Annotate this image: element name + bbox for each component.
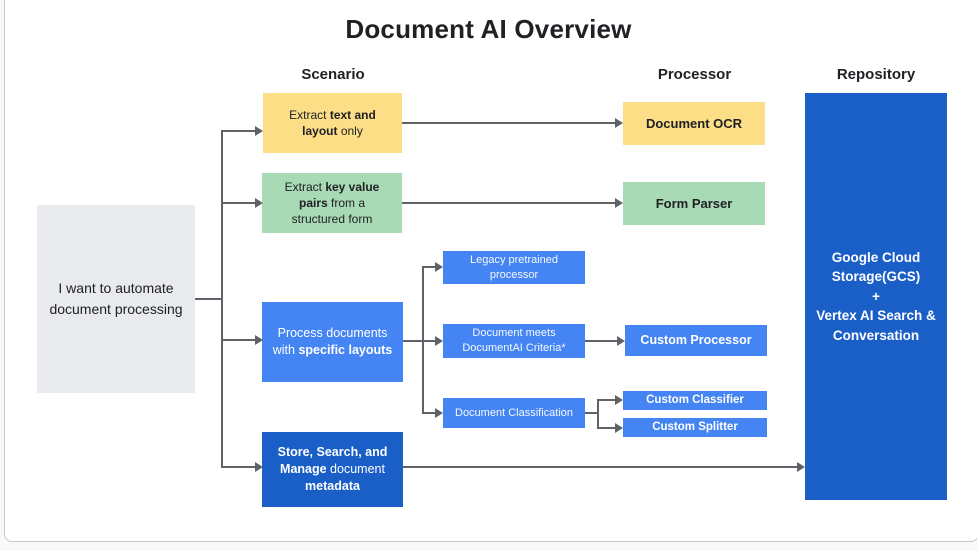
processor-custom-processor-label: Custom Processor <box>640 333 752 348</box>
connector-criteria-to-customprocessor <box>585 340 617 342</box>
connector-store-to-repository <box>403 466 798 468</box>
processor-custom-processor: Custom Processor <box>625 325 767 356</box>
processor-document-ocr: Document OCR <box>623 102 765 145</box>
connector-fork-to-classifier <box>597 399 615 401</box>
connector-blue-to-subspine <box>403 340 423 342</box>
scenario-extract-text-layout-label: Extract text and layout only <box>289 107 376 138</box>
connector-spine <box>221 130 223 468</box>
scenario-store-search-manage: Store, Search, and Manage document metad… <box>262 432 403 507</box>
processor-custom-classifier-label: Custom Classifier <box>646 393 744 406</box>
connector-subbranch-criteria <box>422 340 435 342</box>
processor-document-ocr-label: Document OCR <box>645 115 743 131</box>
repository-node-label: Google Cloud Storage(GCS) + Vertex AI Se… <box>816 249 936 343</box>
connector-branch-store <box>221 466 255 468</box>
column-header-processor: Processor <box>657 66 732 83</box>
scenario-specific-layouts-label: Process documents with specific layouts <box>272 326 393 357</box>
scenario-extract-key-value: Extract key value pairs from a structure… <box>262 173 402 233</box>
scenario-extract-key-value-label: Extract key value pairs from a structure… <box>284 179 380 227</box>
connector-keyvalue-to-formparser <box>402 202 615 204</box>
connector-textlayout-to-ocr <box>402 122 615 124</box>
connector-subbranch-legacy <box>422 266 435 268</box>
repository-node: Google Cloud Storage(GCS) + Vertex AI Se… <box>805 93 947 500</box>
connector-subbranch-classification <box>422 412 435 414</box>
root-node: I want to automate document processing <box>37 205 195 393</box>
arrowhead-icon <box>255 198 263 208</box>
arrowhead-icon <box>255 462 263 472</box>
connector-fork-to-splitter <box>597 427 615 429</box>
column-header-scenario: Scenario <box>301 66 365 83</box>
column-header-repository: Repository <box>836 66 916 83</box>
node-legacy-pretrained-processor: Legacy pretrained processor <box>443 251 585 284</box>
node-legacy-pretrained-processor-label: Legacy pretrained processor <box>469 253 559 281</box>
node-document-classification-label: Document Classification <box>455 406 573 419</box>
diagram-title: Document AI Overview <box>345 14 632 44</box>
arrowhead-icon <box>255 126 263 136</box>
connector-branch-green <box>221 202 255 204</box>
arrowhead-icon <box>617 336 625 346</box>
root-node-label: I want to automate document processing <box>49 280 183 317</box>
node-document-meets-criteria: Document meets DocumentAI Criteria* <box>443 324 585 358</box>
processor-custom-classifier: Custom Classifier <box>623 391 767 410</box>
node-document-meets-criteria-label: Document meets DocumentAI Criteria* <box>462 327 566 354</box>
arrowhead-icon <box>435 408 443 418</box>
processor-custom-splitter-label: Custom Splitter <box>652 420 738 433</box>
arrowhead-icon <box>435 336 443 346</box>
scenario-extract-text-layout: Extract text and layout only <box>263 93 402 153</box>
arrowhead-icon <box>435 262 443 272</box>
connector-classification-to-fork <box>585 412 599 414</box>
connector-root-to-spine <box>195 298 222 300</box>
connector-branch-yellow <box>221 130 255 132</box>
processor-form-parser-label: Form Parser <box>655 195 733 211</box>
arrowhead-icon <box>615 395 623 405</box>
connector-fork-spine <box>597 399 599 429</box>
connector-branch-blue <box>221 339 255 341</box>
arrowhead-icon <box>615 118 623 128</box>
scenario-specific-layouts: Process documents with specific layouts <box>262 302 403 382</box>
processor-form-parser: Form Parser <box>623 182 765 225</box>
arrowhead-icon <box>797 462 805 472</box>
arrowhead-icon <box>615 198 623 208</box>
scenario-store-search-manage-label: Store, Search, and Manage document metad… <box>277 445 388 493</box>
processor-custom-splitter: Custom Splitter <box>623 418 767 437</box>
arrowhead-icon <box>255 335 263 345</box>
arrowhead-icon <box>615 423 623 433</box>
node-document-classification: Document Classification <box>443 398 585 428</box>
